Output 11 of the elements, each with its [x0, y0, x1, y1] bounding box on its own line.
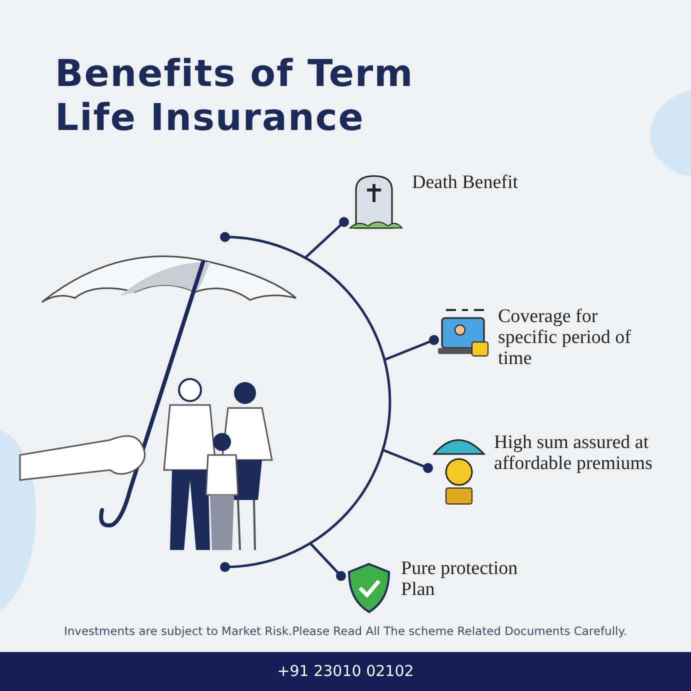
benefit-text: Coverage for specific period of time — [498, 306, 632, 369]
connector-line — [309, 542, 346, 581]
connector-line — [304, 217, 349, 259]
connector-line — [384, 335, 439, 362]
benefit-text: Death Benefit — [412, 172, 520, 193]
benefit-text: High sum assured at affordable premiums — [494, 432, 654, 474]
phone-number: +91 23010 02102 — [277, 662, 414, 680]
title: Benefits of Term Life Insurance — [55, 52, 415, 140]
connector-line — [382, 448, 433, 473]
disclaimer-text: Investments are subject to Market Risk.Please Read All The scheme Related Documents Carefully. — [62, 624, 628, 638]
benefit-text: Pure protection Plan — [401, 558, 519, 600]
